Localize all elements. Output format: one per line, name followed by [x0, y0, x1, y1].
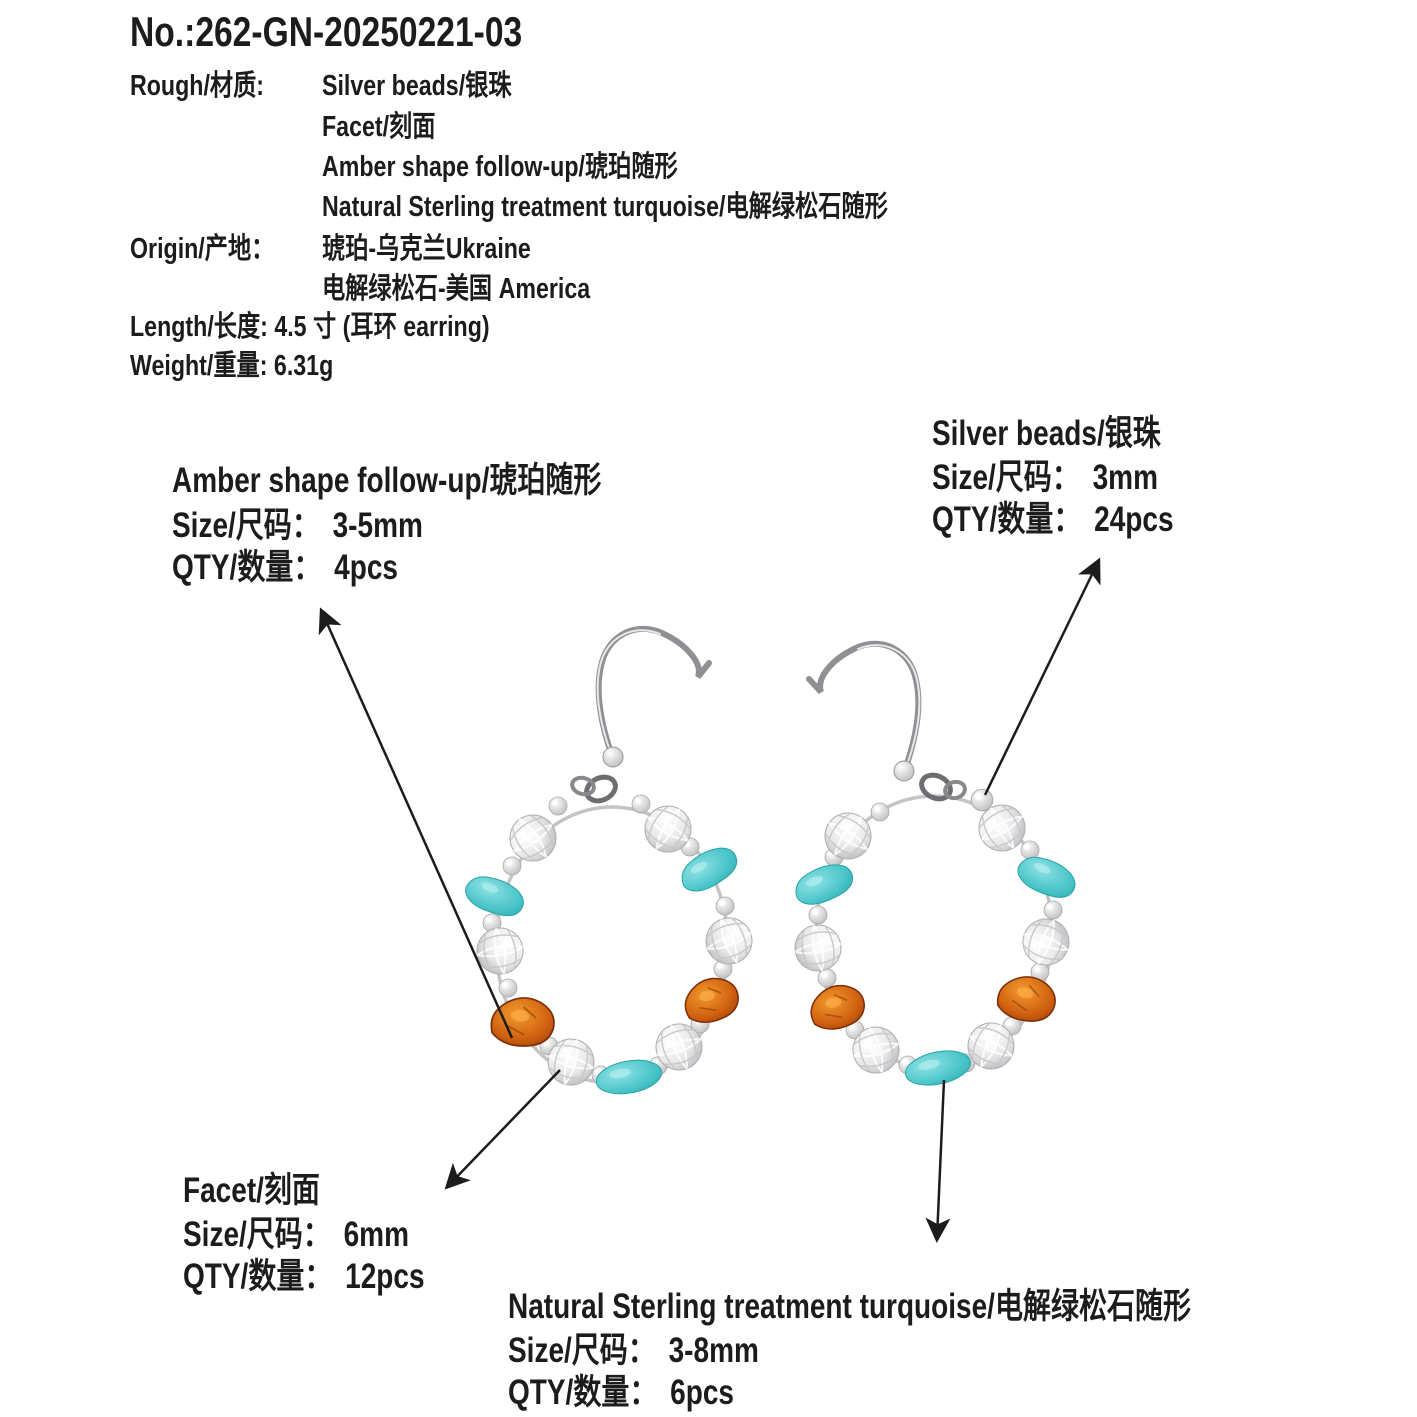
facet-annotation-arrow	[444, 1069, 561, 1190]
silver-spacer-bead	[808, 905, 828, 925]
length-value: 4.5 寸 (耳环 earring)	[274, 311, 490, 343]
weight-row: Weight/重量: 6.31g	[130, 342, 333, 384]
right-earring	[789, 640, 1082, 1092]
silver-beads-size-row: Size/尺码： 3mm	[932, 449, 1158, 500]
silver-spacer-bead	[498, 978, 518, 998]
product-number: No.:262-GN-20250221-03	[130, 8, 523, 55]
amber-beads	[487, 973, 743, 1052]
silver-spacer-bead	[502, 856, 522, 876]
origin-label: Origin/产地：	[130, 233, 275, 265]
qty-label: QTY/数量：	[183, 1257, 333, 1296]
rough-label: Rough/材质:	[130, 70, 265, 102]
connector-loop	[919, 772, 967, 802]
weight-label: Weight/重量:	[130, 350, 268, 382]
qty-value: 4pcs	[334, 548, 398, 587]
hook-ball	[602, 746, 624, 768]
amber-title: Amber shape follow-up/琥珀随形	[172, 461, 602, 500]
annotation-arrows	[318, 557, 1101, 1243]
size-value: 3-8mm	[668, 1331, 759, 1370]
rough-value-4: Natural Sterling treatment turquoise/电解绿…	[322, 191, 888, 223]
silver-spacer-bead	[715, 896, 735, 916]
qty-label: QTY/数量：	[932, 500, 1082, 539]
silver-spacer-bead	[870, 802, 890, 822]
rough-value-1: Silver beads/银珠	[322, 70, 512, 102]
faceted-bead	[790, 920, 846, 976]
size-label: Size/尺码：	[183, 1215, 331, 1254]
facet-size-row: Size/尺码： 6mm	[183, 1206, 409, 1257]
silver-spacer-bead	[817, 968, 837, 988]
turquoise-annotation-arrow	[925, 1079, 951, 1243]
qty-label: QTY/数量：	[172, 548, 322, 587]
turquoise-qty-row: QTY/数量： 6pcs	[508, 1364, 734, 1415]
silver-beads-title: Silver beads/银珠	[932, 414, 1161, 453]
connector-loop	[570, 774, 618, 804]
weight-value: 6.31g	[273, 350, 334, 382]
length-label: Length/长度:	[130, 311, 268, 343]
size-label: Size/尺码：	[508, 1331, 656, 1370]
rough-value-3: Amber shape follow-up/琥珀随形	[322, 151, 678, 183]
amber-chip-bead	[679, 973, 743, 1028]
qty-value: 24pcs	[1094, 500, 1174, 539]
silver-spacer-bead	[548, 796, 568, 816]
size-value: 3mm	[1092, 458, 1158, 497]
rough-value-2: Facet/刻面	[322, 111, 436, 143]
silver-beads-qty-row: QTY/数量： 24pcs	[932, 491, 1174, 542]
origin-row: Origin/产地： 琥珀-乌克兰Ukraine	[130, 225, 531, 267]
amber-chip-bead	[993, 969, 1061, 1029]
turquoise-rondelle-bead	[901, 1044, 975, 1092]
silver-spacer-bead	[1020, 840, 1040, 860]
origin-value-2: 电解绿松石-美国 America	[322, 273, 591, 305]
rough-row: Rough/材质: Silver beads/银珠	[130, 62, 512, 104]
ear-wire-hook	[806, 640, 922, 782]
amber-qty-row: QTY/数量： 4pcs	[172, 539, 398, 590]
turquoise-size-row: Size/尺码： 3-8mm	[508, 1322, 759, 1373]
turquoise-nugget-bead	[789, 857, 859, 911]
left-earring	[460, 625, 760, 1099]
silver-spacer-bead	[1043, 900, 1063, 920]
facet-title: Facet/刻面	[183, 1171, 320, 1210]
faceted-bead	[698, 910, 760, 972]
qty-value: 12pcs	[345, 1257, 425, 1296]
hook-ball	[893, 760, 915, 782]
qty-label: QTY/数量：	[508, 1373, 658, 1412]
size-label: Size/尺码：	[932, 458, 1080, 497]
silver-round-bead	[970, 788, 994, 812]
silver-spacer-bead	[631, 794, 651, 814]
ear-wire-hook	[595, 625, 712, 768]
length-row: Length/长度: 4.5 寸 (耳环 earring)	[130, 303, 490, 345]
faceted-bead	[1015, 911, 1077, 973]
origin-value-1: 琥珀-乌克兰Ukraine	[322, 233, 531, 265]
facet-qty-row: QTY/数量： 12pcs	[183, 1248, 425, 1299]
silver-beads-annotation-arrow	[983, 557, 1101, 796]
faceted-beads	[790, 795, 1077, 1080]
turquoise-title: Natural Sterling treatment turquoise/电解绿…	[508, 1287, 1191, 1326]
size-value: 6mm	[343, 1215, 409, 1254]
size-value: 3-5mm	[332, 506, 423, 545]
amber-annotation-arrow	[318, 607, 514, 1039]
size-label: Size/尺码：	[172, 506, 320, 545]
amber-size-row: Size/尺码： 3-5mm	[172, 497, 423, 548]
qty-value: 6pcs	[670, 1373, 734, 1412]
